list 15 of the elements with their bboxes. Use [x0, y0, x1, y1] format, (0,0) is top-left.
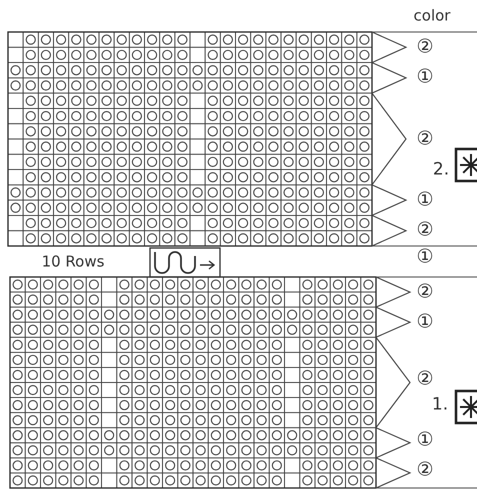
color-number: ② — [416, 38, 434, 56]
step-number: 1. — [432, 396, 448, 414]
step-number: 2. — [432, 162, 450, 178]
color-number: ① — [416, 248, 434, 266]
color-number: ② — [416, 370, 434, 388]
color-number: ① — [416, 68, 434, 86]
color-number: ② — [416, 460, 434, 480]
color-number: ① — [416, 430, 434, 450]
row-count-note: 10 Rows — [42, 254, 104, 270]
column-heading: color — [414, 8, 450, 24]
color-number: ① — [416, 312, 434, 332]
color-number: ① — [416, 190, 434, 210]
color-number: ② — [416, 130, 434, 148]
color-number: ② — [416, 282, 434, 302]
color-number: ② — [416, 220, 434, 240]
